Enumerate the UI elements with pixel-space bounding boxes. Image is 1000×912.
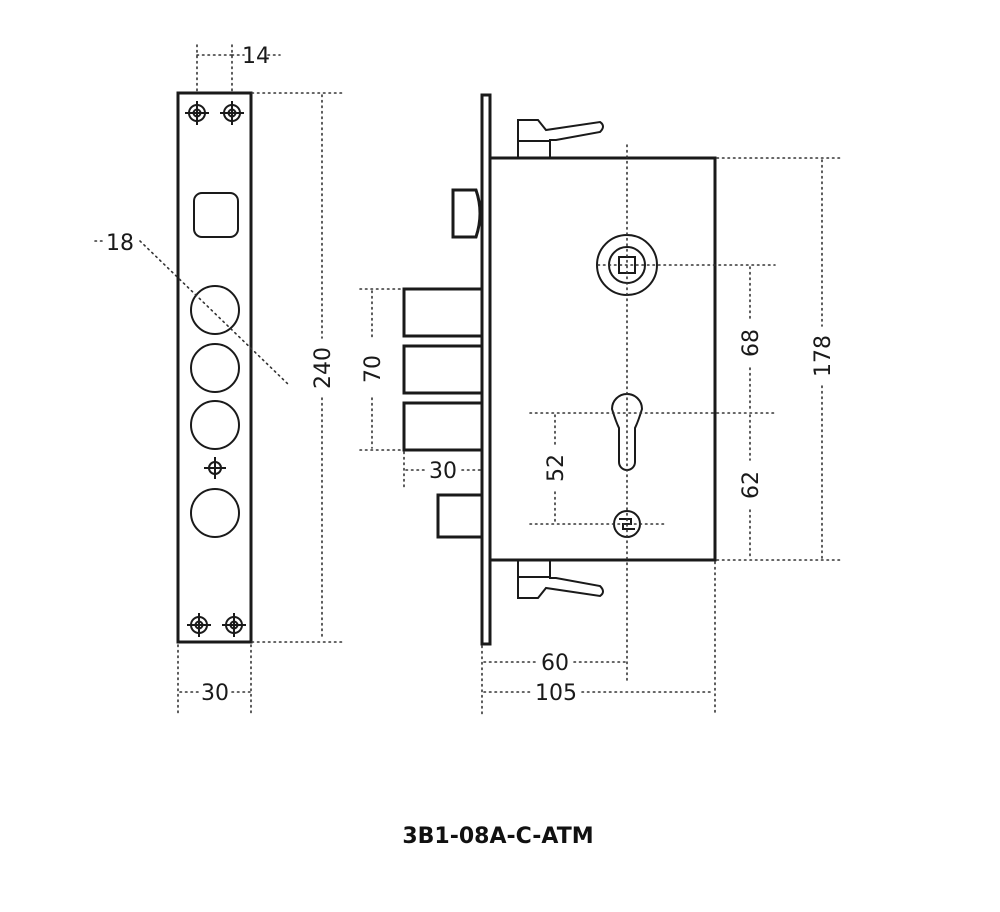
screw-icon [220,101,244,125]
dead-bolt [402,287,484,338]
bolt-hole [190,285,240,335]
model-code: 3B1-08A-C-ATM [402,824,593,849]
dimension-label: 30 [201,681,229,706]
hook-bolt-bottom [517,559,604,599]
hook-bolt-top [517,119,604,159]
bolt-hole [190,488,240,538]
screw-icon [185,101,209,125]
dimension-label: 52 [544,454,569,482]
screw-icon [187,613,211,637]
dimension-label: 18 [106,231,134,256]
dimension-label: 14 [242,44,270,69]
latch-bolt [451,188,482,239]
dimension-label: 178 [811,335,836,377]
side-view-dimensions [359,144,841,715]
lock-case [488,156,717,562]
dead-bolt [402,401,484,452]
auxiliary-bolt [436,493,484,539]
dimension-label: 62 [739,471,764,499]
dimension-label: 68 [739,329,764,357]
faceplate-front-view [176,91,253,644]
bolt-hole [190,400,240,450]
faceplate-outline [176,91,253,644]
dimension-label: 240 [311,347,336,389]
bolt-hole [190,343,240,393]
dimension-label: 60 [541,651,569,676]
screw-icon [204,457,226,479]
screw-icon [222,613,246,637]
lock-side-view [402,93,717,646]
dead-bolt [402,344,484,395]
dimension-label: 70 [361,355,386,383]
dimension-label: 105 [535,681,577,706]
dimension-label: 30 [429,459,457,484]
front-view-dimensions [94,44,346,715]
latch-window [193,192,239,238]
